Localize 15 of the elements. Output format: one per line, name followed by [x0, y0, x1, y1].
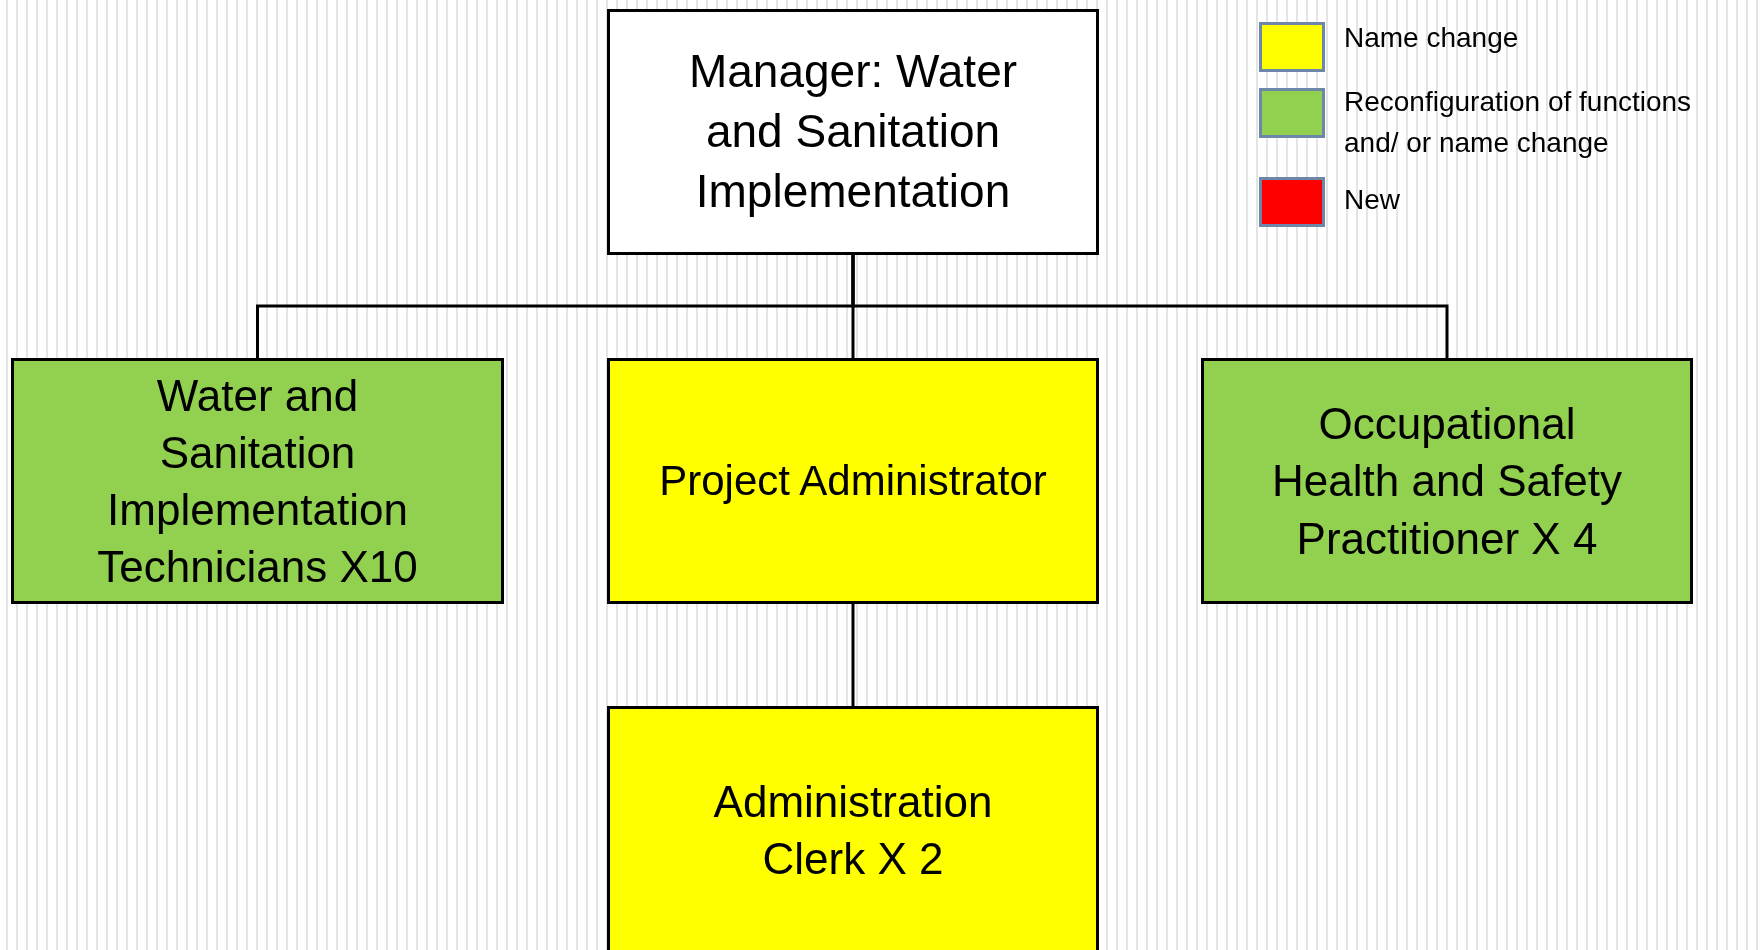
org-box	[11, 358, 504, 604]
legend-text: Reconfiguration of functions and/ or name change	[1344, 85, 1693, 160]
role-title: Project Administrator	[659, 455, 1047, 506]
role-title: Administration Clerk X 2	[712, 775, 994, 885]
legend-text: Name change	[1344, 21, 1520, 55]
org-box	[607, 9, 1099, 255]
connector-line	[851, 604, 855, 706]
role-title: Manager: Water and Sanitation Implementation	[687, 44, 1019, 219]
legend-text: New	[1344, 183, 1401, 217]
role-title: Water and Sanitation Implementation Technicians X10	[96, 369, 419, 594]
org-box	[1201, 358, 1693, 604]
org-box	[607, 706, 1099, 950]
role-title: Occupational Health and Safety Practitioner X 4	[1271, 398, 1623, 565]
connector-line	[851, 255, 1449, 358]
org-box	[607, 358, 1099, 604]
